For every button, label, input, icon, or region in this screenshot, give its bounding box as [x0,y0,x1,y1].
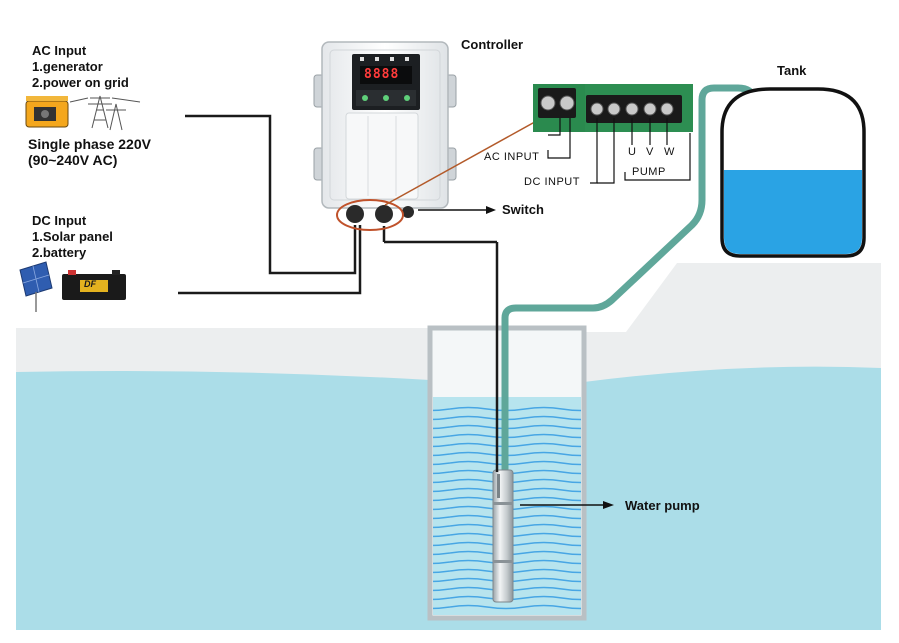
controller-box[interactable] [313,41,457,231]
ac-input-range: (90~240V AC) [28,152,118,168]
tank-water [724,170,862,254]
terminal-dc-input-label: DC INPUT [524,176,580,188]
controller-title: Controller [461,37,524,52]
cable-gland-dc [375,205,393,223]
dc-input-item1: 1.Solar panel [32,229,113,244]
terminal-ac-input-label: AC INPUT [484,151,540,163]
ac-input-item2: 2.power on grid [32,75,129,90]
terminal-v-label: V [646,146,654,158]
terminal-u-label: U [628,146,637,158]
controller-display: 8888 [364,67,400,82]
terminal-block[interactable] [533,84,693,132]
dc-input-title: DC Input [32,213,87,228]
cable-gland-pump [402,206,414,218]
ac-wire [185,114,357,275]
battery-logo: DF [84,279,96,289]
dc-input-item2: 2.battery [32,245,87,260]
terminal-callout-line [384,107,561,206]
surface-water [16,371,430,628]
terminal-pump-label: PUMP [632,166,666,178]
ac-input-item1: 1.generator [32,59,103,74]
battery-icon [62,270,126,300]
terminal-w-label: W [664,146,675,158]
dc-wire [178,225,362,295]
surface-water-right [584,366,881,628]
tank-label: Tank [777,63,807,78]
water-pump-label: Water pump [625,498,700,513]
solar-panel-icon [19,261,53,312]
power-tower-icon [69,95,141,131]
cable-gland-ac [346,205,364,223]
cable-highlight-ring [336,199,404,231]
generator-icon [25,96,69,128]
switch-label: Switch [502,202,544,217]
water-pipe [501,84,759,476]
tank[interactable] [720,87,866,258]
water-pump[interactable] [492,469,514,603]
ac-input-phase: Single phase 220V [28,136,151,152]
ac-input-title: AC Input [32,43,87,58]
